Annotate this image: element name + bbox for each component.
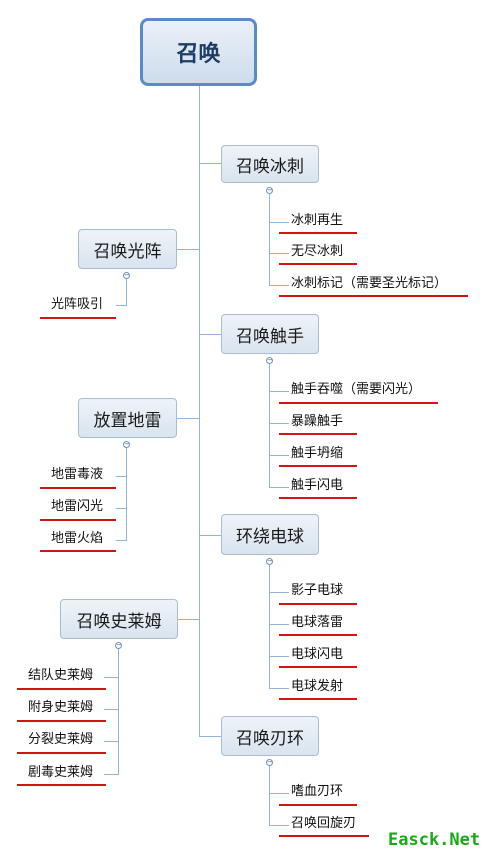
leaf-underline xyxy=(279,603,357,605)
leaf-underline xyxy=(279,497,357,499)
leaf-underline xyxy=(279,433,357,435)
leaf-node[interactable]: 附身史莱姆 xyxy=(28,700,94,715)
leaf-connector xyxy=(104,709,119,710)
leaf-stem xyxy=(269,194,270,286)
branch-connector xyxy=(199,334,221,335)
leaf-node[interactable]: 地雷毒液 xyxy=(51,467,104,482)
leaf-stem xyxy=(126,279,127,306)
branch-node-ice[interactable]: 召唤冰刺 xyxy=(221,145,319,183)
branch-node-tentacle[interactable]: 召唤触手 xyxy=(221,314,319,354)
branch-connector xyxy=(199,163,221,164)
collapse-toggle-icon[interactable]: − xyxy=(115,641,122,649)
leaf-connector xyxy=(116,476,127,477)
leaf-node[interactable]: 暴躁触手 xyxy=(291,414,344,429)
leaf-underline xyxy=(40,487,116,489)
leaf-node[interactable]: 电球闪电 xyxy=(291,647,344,662)
leaf-stem xyxy=(269,565,270,689)
leaf-node[interactable]: 地雷闪光 xyxy=(51,499,104,514)
leaf-connector xyxy=(269,825,289,826)
leaf-connector xyxy=(104,774,119,775)
branch-node-orb[interactable]: 环绕电球 xyxy=(221,514,319,555)
branch-connector xyxy=(199,736,221,737)
leaf-connector xyxy=(269,688,289,689)
leaf-connector xyxy=(269,624,289,625)
leaf-underline xyxy=(279,804,357,806)
leaf-underline xyxy=(17,752,106,754)
branch-node-blade[interactable]: 召唤刃环 xyxy=(221,716,319,756)
leaf-underline xyxy=(279,698,357,700)
leaf-connector xyxy=(116,540,127,541)
leaf-node[interactable]: 地雷火焰 xyxy=(51,531,104,546)
leaf-connector xyxy=(269,253,289,254)
leaf-node[interactable]: 召唤回旋刃 xyxy=(291,816,357,831)
collapse-toggle-icon[interactable]: − xyxy=(266,186,273,194)
leaf-connector xyxy=(269,285,289,286)
leaf-connector xyxy=(269,487,289,488)
leaf-connector xyxy=(116,508,127,509)
leaf-node[interactable]: 触手吞噬（需要闪光） xyxy=(291,382,422,397)
leaf-connector xyxy=(269,793,289,794)
leaf-node[interactable]: 嗜血刃环 xyxy=(291,784,344,799)
leaf-connector xyxy=(269,592,289,593)
leaf-node[interactable]: 剧毒史莱姆 xyxy=(28,765,94,780)
branch-connector xyxy=(177,249,199,250)
branch-node-mine[interactable]: 放置地雷 xyxy=(78,398,177,438)
leaf-connector xyxy=(269,423,289,424)
leaf-underline xyxy=(17,688,106,690)
leaf-underline xyxy=(279,232,357,234)
leaf-connector xyxy=(269,222,289,223)
branch-node-light[interactable]: 召唤光阵 xyxy=(78,229,177,269)
leaf-stem xyxy=(126,448,127,541)
leaf-underline xyxy=(279,263,357,265)
branch-connector xyxy=(199,535,221,536)
leaf-node[interactable]: 电球发射 xyxy=(291,679,344,694)
leaf-underline xyxy=(40,550,116,552)
leaf-underline xyxy=(40,519,116,521)
collapse-toggle-icon[interactable]: − xyxy=(266,356,273,364)
leaf-underline xyxy=(40,317,116,319)
root-node[interactable]: 召唤 xyxy=(140,18,257,86)
trunk-line xyxy=(199,86,200,736)
leaf-connector xyxy=(269,391,289,392)
leaf-stem xyxy=(118,649,119,775)
branch-node-slime[interactable]: 召唤史莱姆 xyxy=(60,599,178,639)
leaf-connector xyxy=(269,455,289,456)
leaf-node[interactable]: 影子电球 xyxy=(291,583,344,598)
leaf-stem xyxy=(269,364,270,488)
leaf-stem xyxy=(269,766,270,826)
leaf-node[interactable]: 分裂史莱姆 xyxy=(28,732,94,747)
leaf-node[interactable]: 结队史莱姆 xyxy=(28,668,94,683)
leaf-underline xyxy=(279,666,357,668)
collapse-toggle-icon[interactable]: − xyxy=(123,271,130,279)
collapse-toggle-icon[interactable]: − xyxy=(266,758,273,766)
leaf-node[interactable]: 光阵吸引 xyxy=(51,297,104,312)
leaf-underline xyxy=(279,634,357,636)
collapse-toggle-icon[interactable]: − xyxy=(123,440,130,448)
branch-connector xyxy=(177,418,199,419)
leaf-connector xyxy=(104,741,119,742)
leaf-underline xyxy=(279,402,438,404)
leaf-underline xyxy=(279,295,468,297)
leaf-node[interactable]: 电球落雷 xyxy=(291,615,344,630)
watermark-text: Easck.Net xyxy=(388,830,481,850)
leaf-connector xyxy=(104,677,119,678)
leaf-node[interactable]: 触手坍缩 xyxy=(291,446,344,461)
collapse-toggle-icon[interactable]: − xyxy=(266,557,273,565)
leaf-underline xyxy=(17,784,106,786)
leaf-underline xyxy=(279,465,357,467)
leaf-node[interactable]: 冰刺再生 xyxy=(291,213,344,228)
leaf-node[interactable]: 触手闪电 xyxy=(291,478,344,493)
leaf-connector xyxy=(269,656,289,657)
branch-connector xyxy=(178,619,199,620)
leaf-node[interactable]: 冰刺标记（需要圣光标记） xyxy=(291,276,448,291)
leaf-underline xyxy=(17,720,106,722)
leaf-connector xyxy=(116,305,127,306)
leaf-underline xyxy=(279,835,369,837)
leaf-node[interactable]: 无尽冰刺 xyxy=(291,244,344,259)
